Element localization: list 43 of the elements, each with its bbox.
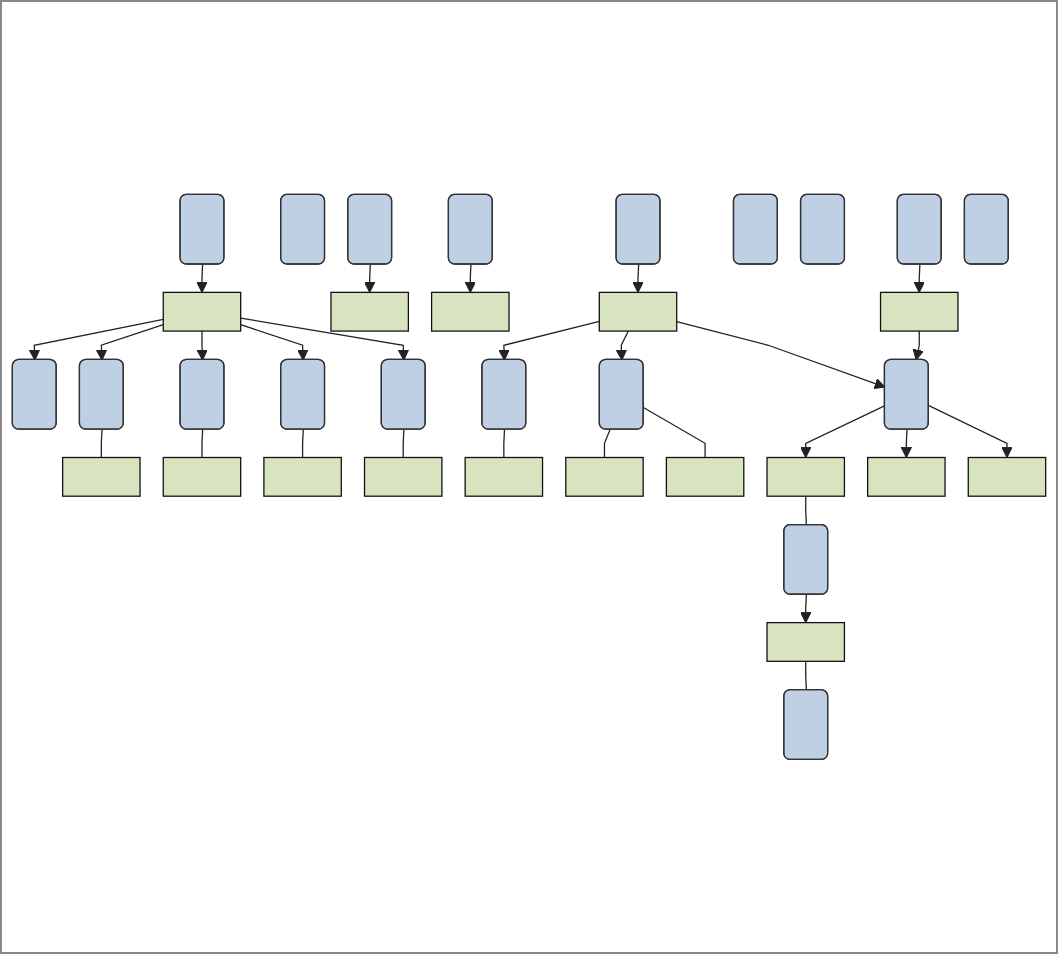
connector	[805, 660, 807, 692]
connector	[301, 429, 304, 459]
node-box	[598, 291, 678, 332]
node-box	[867, 457, 946, 497]
arrow	[912, 330, 924, 361]
node-box	[330, 291, 410, 332]
arrow	[28, 318, 164, 361]
node-box	[879, 291, 959, 332]
arrow	[95, 324, 164, 361]
connector	[503, 429, 506, 459]
arrow	[800, 594, 812, 624]
node-box	[464, 457, 544, 497]
node-box	[766, 622, 846, 663]
node-box	[967, 457, 1047, 497]
node-box	[430, 291, 510, 332]
arrow	[240, 324, 309, 361]
node-box	[162, 457, 242, 497]
arrow	[240, 317, 410, 361]
arrow	[800, 405, 886, 459]
arrow	[615, 330, 629, 361]
connector	[603, 429, 611, 459]
arrow	[196, 330, 208, 361]
arrow	[632, 264, 644, 294]
connector	[201, 429, 204, 459]
arrow	[928, 405, 1013, 459]
connector	[805, 495, 807, 527]
arrow	[196, 264, 208, 294]
node-box	[665, 457, 745, 497]
node-box	[363, 457, 443, 497]
arrow	[464, 264, 476, 294]
connector	[643, 407, 706, 459]
arrow	[364, 264, 376, 294]
arrow	[913, 264, 925, 294]
node-box	[162, 291, 242, 332]
connector	[402, 429, 405, 459]
node-box	[263, 457, 342, 497]
arrow	[676, 321, 886, 390]
node-box	[766, 457, 846, 497]
arrow	[900, 429, 912, 459]
arrow	[498, 320, 600, 361]
connector	[100, 429, 103, 459]
node-box	[62, 457, 141, 497]
node-box	[565, 457, 644, 497]
